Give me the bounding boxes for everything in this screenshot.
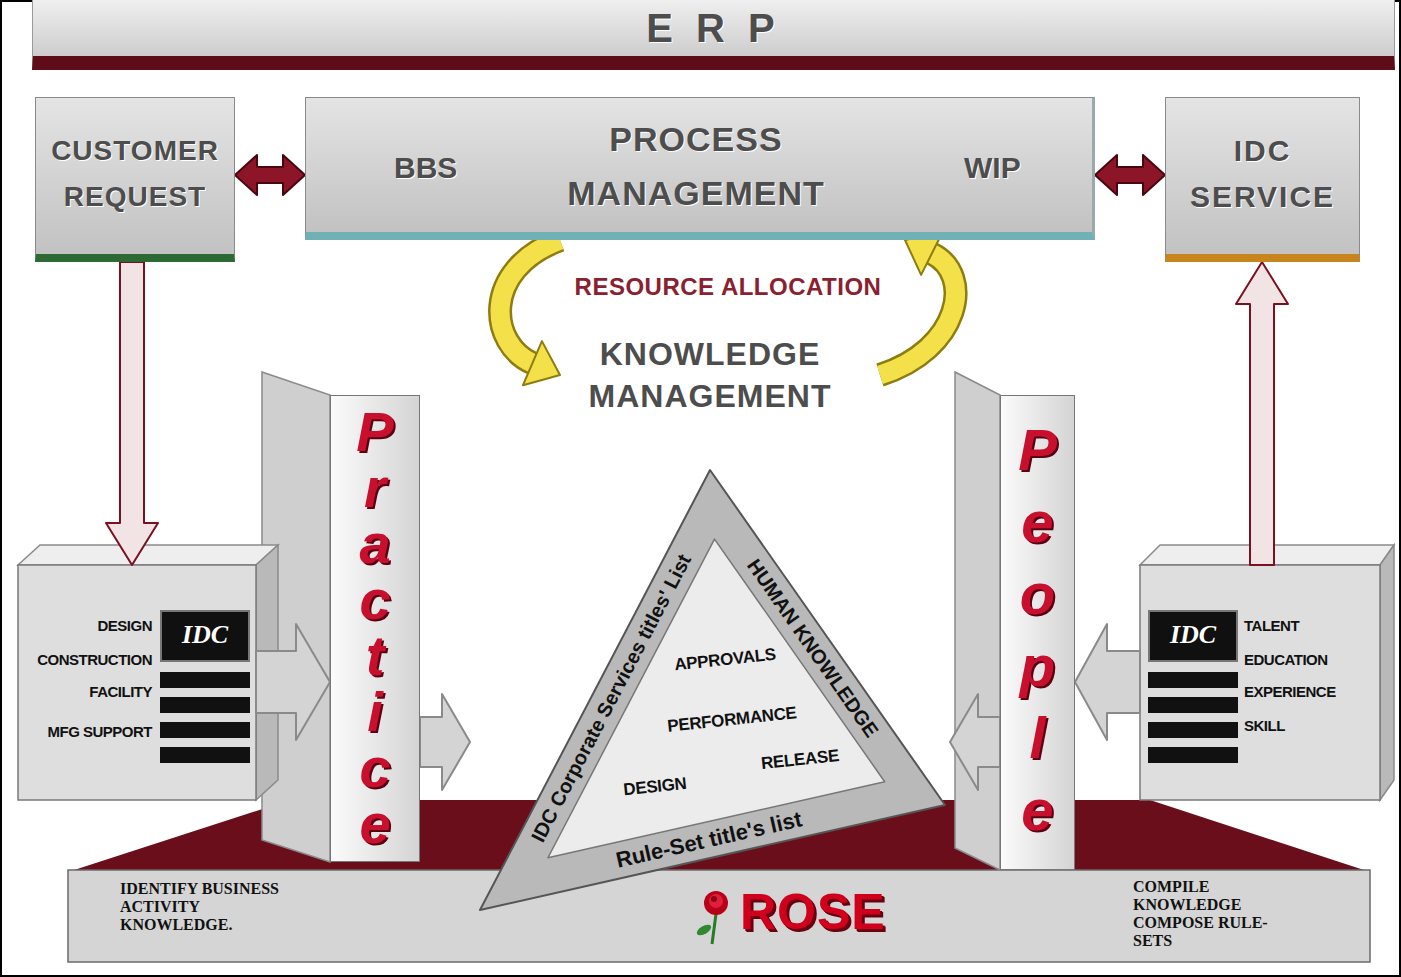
arrow-outline [500,240,560,363]
arrow-head [523,341,560,385]
feed-arrow [420,694,470,790]
idc-module: TALENT EDUCATION EXPERIENCE SKILL IDC [1140,565,1380,800]
activity-item: FACILITY [24,683,152,701]
arrow-outline [880,253,956,375]
idc-module: DESIGN CONSTRUCTION FACILITY MFG SUPPORT IDC [18,565,256,800]
module-top [18,545,278,565]
letter: P [1001,414,1074,486]
activity-item: TALENT [1244,617,1372,635]
knowledge-heading: KNOWLEDGE MANAGEMENT [560,333,860,417]
box-title: PROCESS MANAGEMENT [546,112,846,220]
letter: e [331,796,419,852]
practice-pillar: Practice [330,395,420,862]
module-bar [1148,747,1238,763]
pillar-title: Practice [331,404,419,852]
letter: r [331,460,419,516]
arrow-body [420,694,470,790]
arrow-body [1095,155,1165,195]
process-box: PROCESS MANAGEMENT BBS WIP [305,97,1095,240]
allocation-arrow [500,240,560,385]
flow-arrow [1236,262,1288,565]
idc-screen: IDC [160,610,250,662]
exchange-arrow [1095,155,1165,195]
pillar-title: People [1001,414,1074,846]
module-bar [160,747,250,763]
band-title: E R P [33,4,1394,52]
arrow-body [1075,624,1140,740]
module-bar [160,722,250,738]
letter: P [331,404,419,460]
triangle-outer [480,470,945,910]
erp-band: E R P [32,0,1395,70]
letter: i [331,684,419,740]
module-side [1380,545,1394,800]
arrow-body [500,240,560,363]
feed-arrow [256,624,330,740]
allocation-arrow [880,232,956,375]
letter: a [331,516,419,572]
feed-arrow [1075,624,1140,740]
module-bar [1148,697,1238,713]
module-bar [160,672,250,688]
band-note: COMPILE KNOWLEDGE COMPOSE RULE-SETS [1133,878,1283,950]
activity-item: EXPERIENCE [1244,683,1372,701]
activity-item: EDUCATION [1244,651,1372,669]
module-bar [1148,722,1238,738]
screen-label: IDC [162,612,248,658]
letter: p [1001,630,1074,702]
service-box: IDC SERVICE [1165,97,1360,262]
activity-item: MFG SUPPORT [24,723,152,741]
activity-item: SKILL [1244,717,1372,735]
pillar-side [955,372,1000,870]
arrow-body [950,694,1000,790]
letter: c [331,740,419,796]
request-box: CUSTOMER REQUEST [35,97,235,262]
screen-label: IDC [1150,612,1236,658]
letter: c [331,572,419,628]
box-title: CUSTOMER REQUEST [41,128,229,220]
module-face [1140,565,1380,800]
rose-bloom [711,896,717,902]
base-band-face [68,870,1370,962]
arrow-body [235,155,305,195]
letter: e [1001,486,1074,558]
process-tag: WIP [964,150,1021,186]
arrow-body [256,624,330,740]
rose-flower [695,891,728,944]
feed-arrow [950,694,1000,790]
exchange-arrow [235,155,305,195]
module-bar [160,697,250,713]
activity-item: CONSTRUCTION [24,651,152,669]
module-bar [1148,672,1238,688]
people-pillar: People [1000,395,1075,870]
activity-item: DESIGN [24,617,152,635]
rose-bloom [709,894,723,908]
flow-arrow [106,262,158,565]
arrow-body [880,253,956,375]
letter: e [1001,774,1074,846]
arrow-body [106,262,158,565]
rose-leaf [695,923,713,938]
letter: l [1001,702,1074,774]
letter: o [1001,558,1074,630]
process-tag: BBS [394,150,457,186]
rose-stem [712,914,716,944]
module-face [18,565,256,800]
idc-screen: IDC [1148,610,1238,662]
box-title: IDC SERVICE [1171,128,1354,220]
arrow-body [1236,262,1288,565]
base-band: IDENTIFY BUSINESS ACTIVITY KNOWLEDGE. ROS… [68,870,1370,962]
flow-label: RESOURCE ALLOCATION [558,272,898,302]
knowledge-triangle: KNOWLEDGE MANAGEMENTIDC Corporate Servic… [470,375,950,920]
letter: t [331,628,419,684]
band-note: IDENTIFY BUSINESS ACTIVITY KNOWLEDGE. [120,880,300,934]
rose-bloom [704,891,728,915]
rose-logo: ROSE [740,882,886,942]
